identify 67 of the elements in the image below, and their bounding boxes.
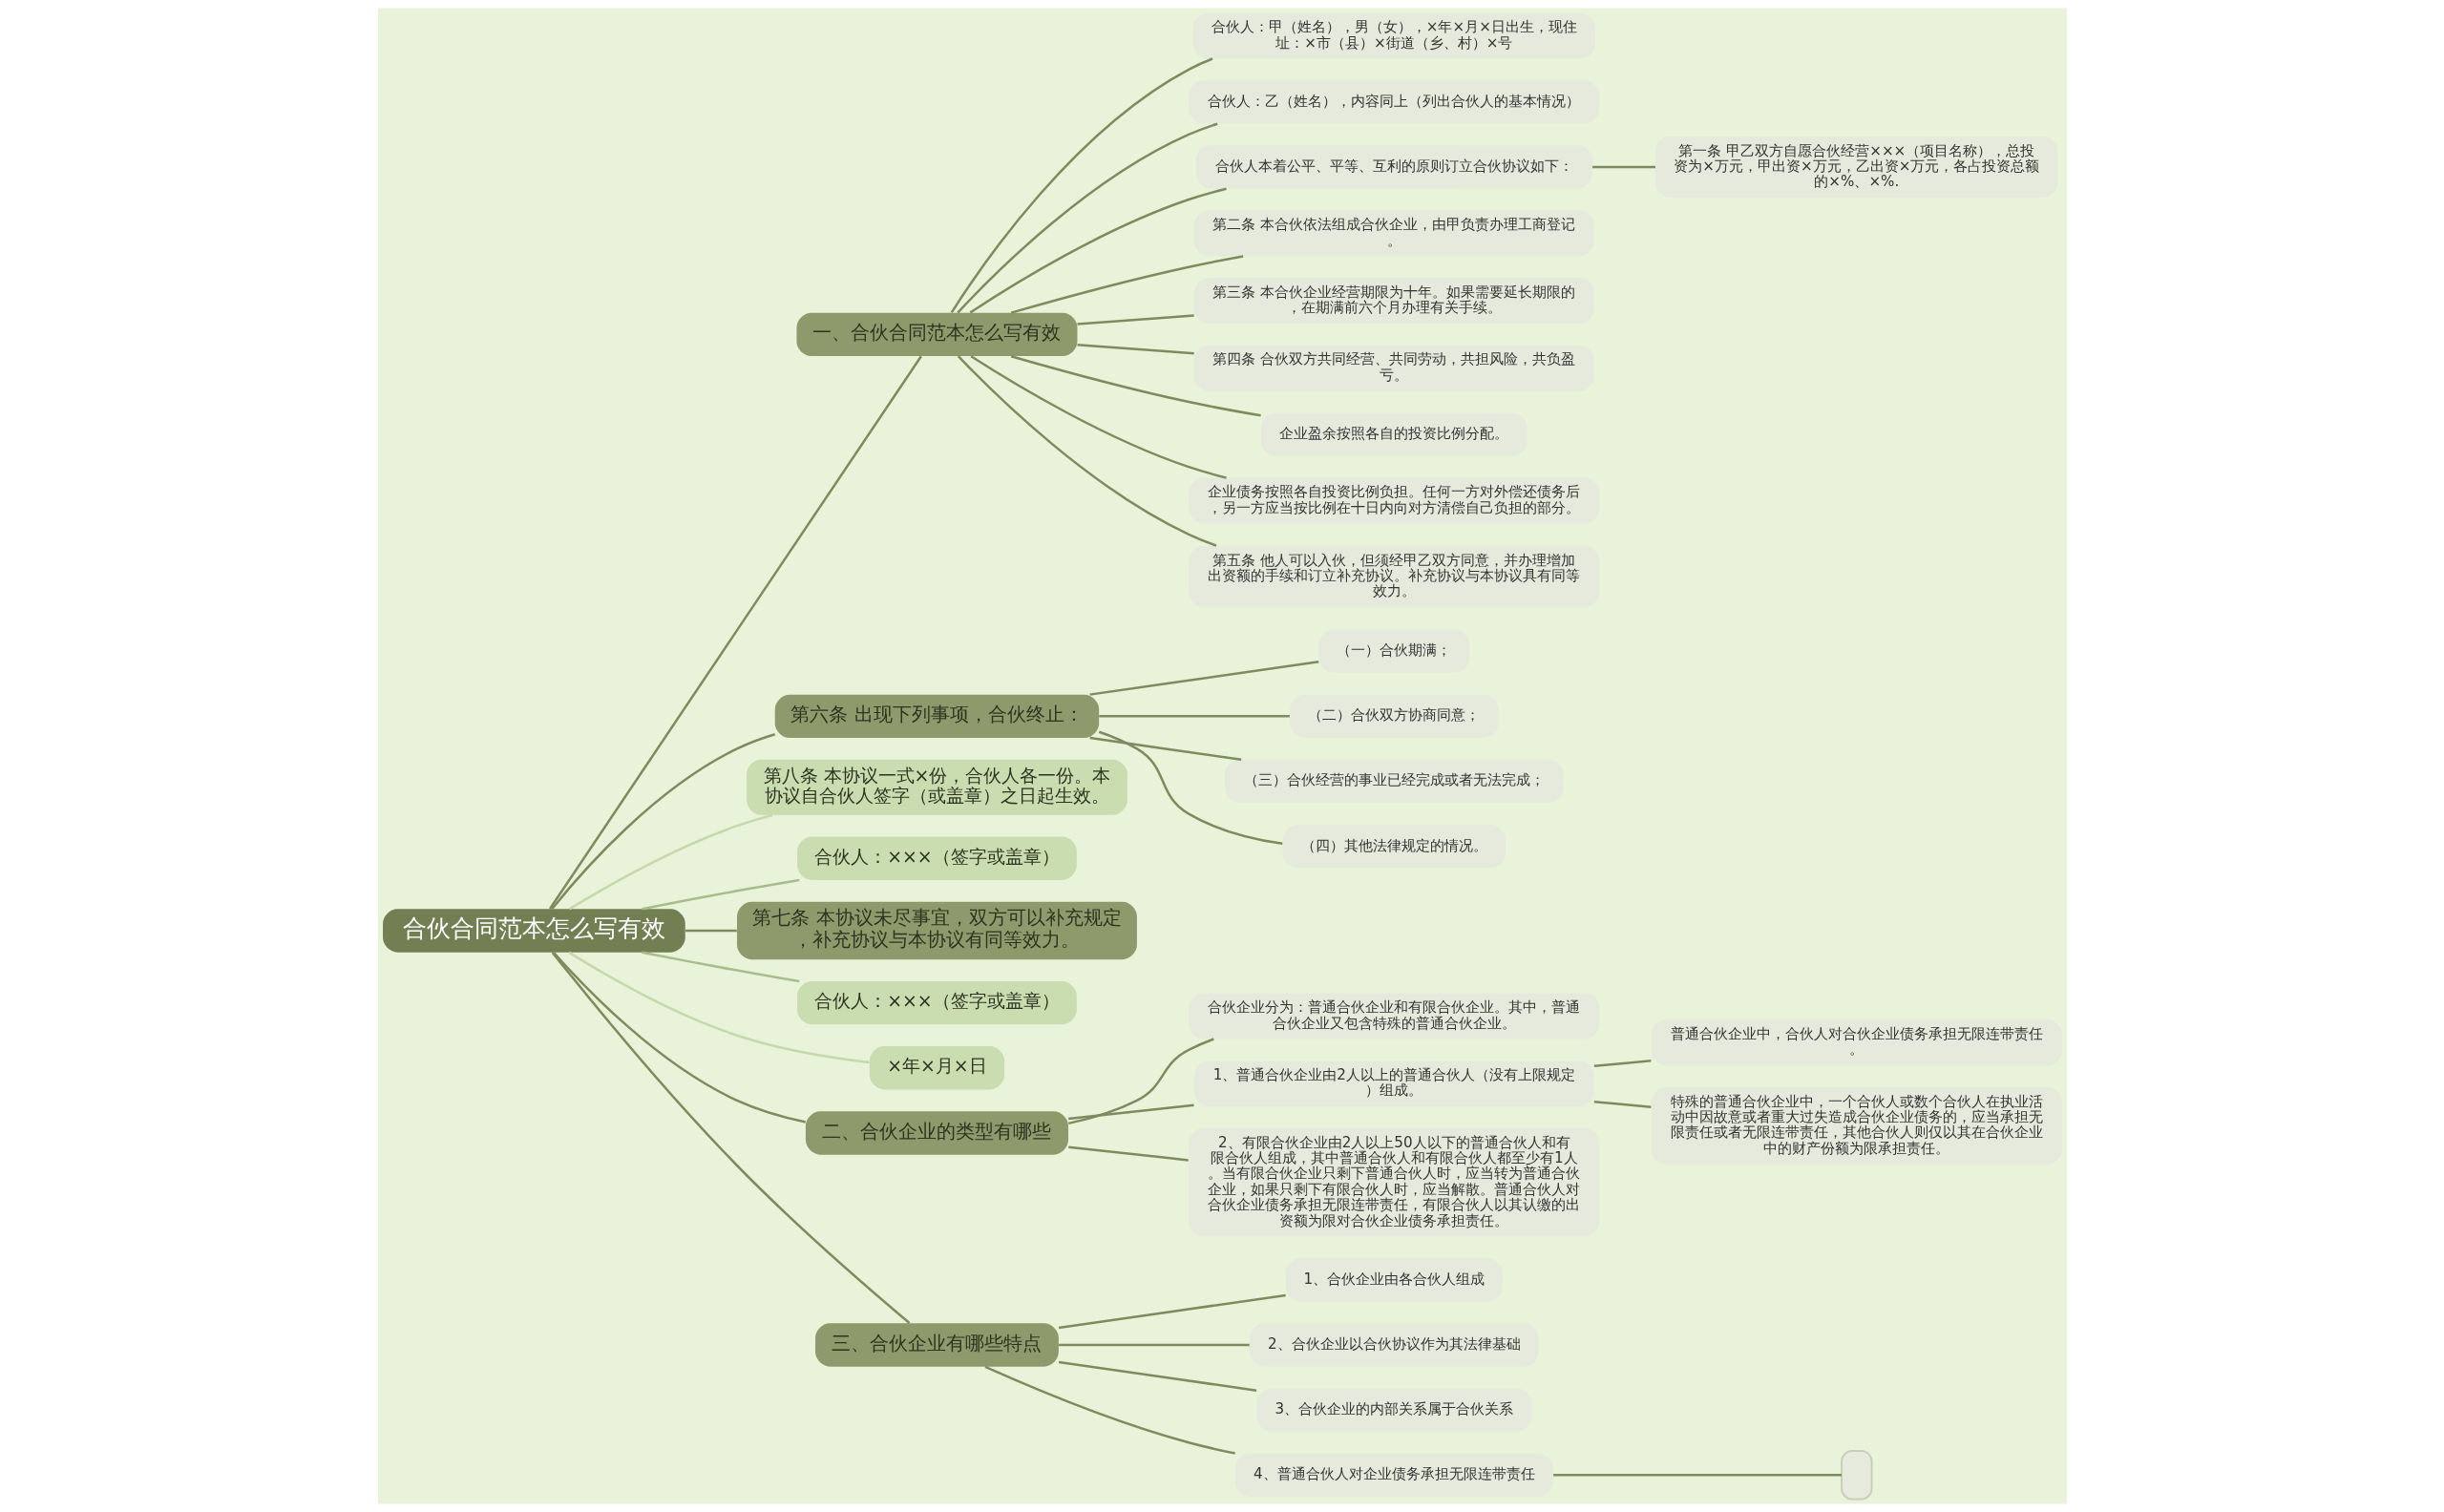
node-box: 普通合伙企业中，合伙人对合伙企业债务承担无限连带责任。 xyxy=(1651,1019,2062,1066)
connector xyxy=(548,355,922,910)
connector xyxy=(1058,1343,1250,1347)
node-box: 第三条 本合伙企业经营期限为十年。如果需要延长期限的，在期满前六个月办理有关手续。 xyxy=(1193,278,1594,324)
node-box: 1、合伙企业由各合伙人组成 xyxy=(1285,1258,1503,1302)
node-box: 第四条 合伙双方共同经营、共同劳动，共担风险，共负盈亏。 xyxy=(1193,345,1594,391)
node-box: 第八条 本协议一式×份，合伙人各一份。本协议自合伙人签字（或盖章）之日起生效。 xyxy=(746,759,1127,815)
node-box: 2、合伙企业以合伙协议作为其法律基础 xyxy=(1249,1323,1539,1367)
connector xyxy=(1058,1293,1286,1330)
node-box: 企业盈余按照各自的投资比例分配。 xyxy=(1260,412,1528,456)
node-box: 合伙人：乙（姓名），内容同上（列出合伙人的基本情况） xyxy=(1188,80,1599,124)
connector xyxy=(1010,355,1261,417)
connector xyxy=(1098,730,1282,846)
node-box xyxy=(1840,1450,1873,1501)
connector xyxy=(1076,314,1194,326)
connector xyxy=(1076,343,1194,355)
connector xyxy=(969,187,1227,314)
node-box: 企业债务按照各自投资比例负担。任何一方对外偿还债务后，另一方应当按比例在十日内向对方清偿自己负担的部分。 xyxy=(1188,477,1599,524)
connector xyxy=(1067,1038,1214,1125)
node-box: 合伙人：甲（姓名），男（女），×年×月×日出生，现住址：×市（县）×街道（乡、村）×号 xyxy=(1192,12,1595,59)
connector xyxy=(1088,661,1318,696)
connector xyxy=(1552,1474,1842,1477)
node-box: 第六条 出现下列事项，合伙终止： xyxy=(774,694,1099,739)
node-box: 二、合伙企业的类型有哪些 xyxy=(805,1111,1068,1155)
node-box: 合伙人本着公平、平等、互利的原则订立合伙协议如下： xyxy=(1195,145,1592,189)
node-box: （三）合伙经营的事业已经完成或者无法完成； xyxy=(1224,759,1564,804)
node-box: 4、普通合伙人对企业债务承担无限连带责任 xyxy=(1234,1453,1553,1497)
node-box: （一）合伙期满； xyxy=(1317,629,1469,673)
connector xyxy=(1593,1060,1651,1067)
node-box: 合伙合同范本怎么写有效 xyxy=(382,909,685,953)
connector xyxy=(1593,1101,1651,1108)
connector xyxy=(950,57,1213,314)
node-box: 合伙人：×××（签字或盖章） xyxy=(796,836,1077,880)
connector xyxy=(1088,736,1241,761)
connector xyxy=(1067,1103,1194,1121)
connector xyxy=(1067,1145,1189,1162)
node-box: 2、有限合伙企业由2人以上50人以下的普通合伙人和有限合伙人组成，其中普通合伙人和有限合伙人都至少有1人。当有限合伙企业只剩下普通合伙人时，应当转为普通合伙企业，如果只剩下有限合伙人时，应当解散。普通合伙人对合伙企业债务承担无限连带责任，有限合伙人以其认缴的出资额为限对合伙企业债务承担责任。 xyxy=(1188,1127,1599,1237)
connector xyxy=(1591,165,1655,169)
connector xyxy=(641,878,799,911)
connector xyxy=(568,813,772,911)
node-box: 第七条 本协议未尽事宜，双方可以补充规定，补充协议与本协议有同等效力。 xyxy=(736,901,1137,960)
connector xyxy=(1058,1360,1256,1392)
node-box: 一、合伙合同范本怎么写有效 xyxy=(795,312,1077,357)
node-box: 第二条 本合伙依法组成合伙企业，由甲负责办理工商登记。 xyxy=(1193,210,1594,257)
node-box: 合伙企业分为：普通合伙企业和有限合伙企业。其中，普通合伙企业又包含特殊的普通合伙企业。 xyxy=(1188,993,1599,1040)
node-box: 三、合伙企业有哪些特点 xyxy=(814,1323,1059,1367)
connector xyxy=(641,951,799,983)
connector xyxy=(957,355,1216,547)
connector xyxy=(568,951,870,1064)
connector xyxy=(550,733,775,910)
connector xyxy=(552,952,806,1124)
connector xyxy=(551,952,910,1324)
node-box: 第五条 他人可以入伙，但须经甲乙双方同意，并办理增加出资额的手续和订立补充协议。补充协议与本协议具有同等效力。 xyxy=(1188,545,1599,608)
node-box: 3、合伙企业的内部关系属于合伙关系 xyxy=(1255,1388,1531,1432)
connector xyxy=(956,122,1218,314)
connector xyxy=(1010,255,1243,314)
connector xyxy=(970,355,1227,479)
connector xyxy=(1098,715,1290,718)
node-box: 第一条 甲乙双方自愿合伙经营×××（项目名称），总投资为×万元，甲出资×万元，乙出资×万元，各占投资总额的×%、×%. xyxy=(1654,136,2058,199)
connector xyxy=(983,1365,1235,1455)
connector xyxy=(685,929,737,933)
node-box: ×年×月×日 xyxy=(869,1046,1004,1090)
node-box: （二）合伙双方协商同意； xyxy=(1289,694,1498,739)
node-box: 合伙人：×××（签字或盖章） xyxy=(796,980,1077,1025)
node-box: 1、普通合伙企业由2人以上的普通合伙人（没有上限规定）组成。 xyxy=(1193,1060,1594,1107)
node-box: 特殊的普通合伙企业中，一个合伙人或数个合伙人在执业活动中因故意或者重大过失造成合伙企业债务的，应当承担无限责任或者无限连带责任，其他合伙人则仅以其在合伙企业中的财产份额为限承担责任。 xyxy=(1651,1087,2062,1165)
node-box: （四）其他法律规定的情况。 xyxy=(1282,824,1506,869)
